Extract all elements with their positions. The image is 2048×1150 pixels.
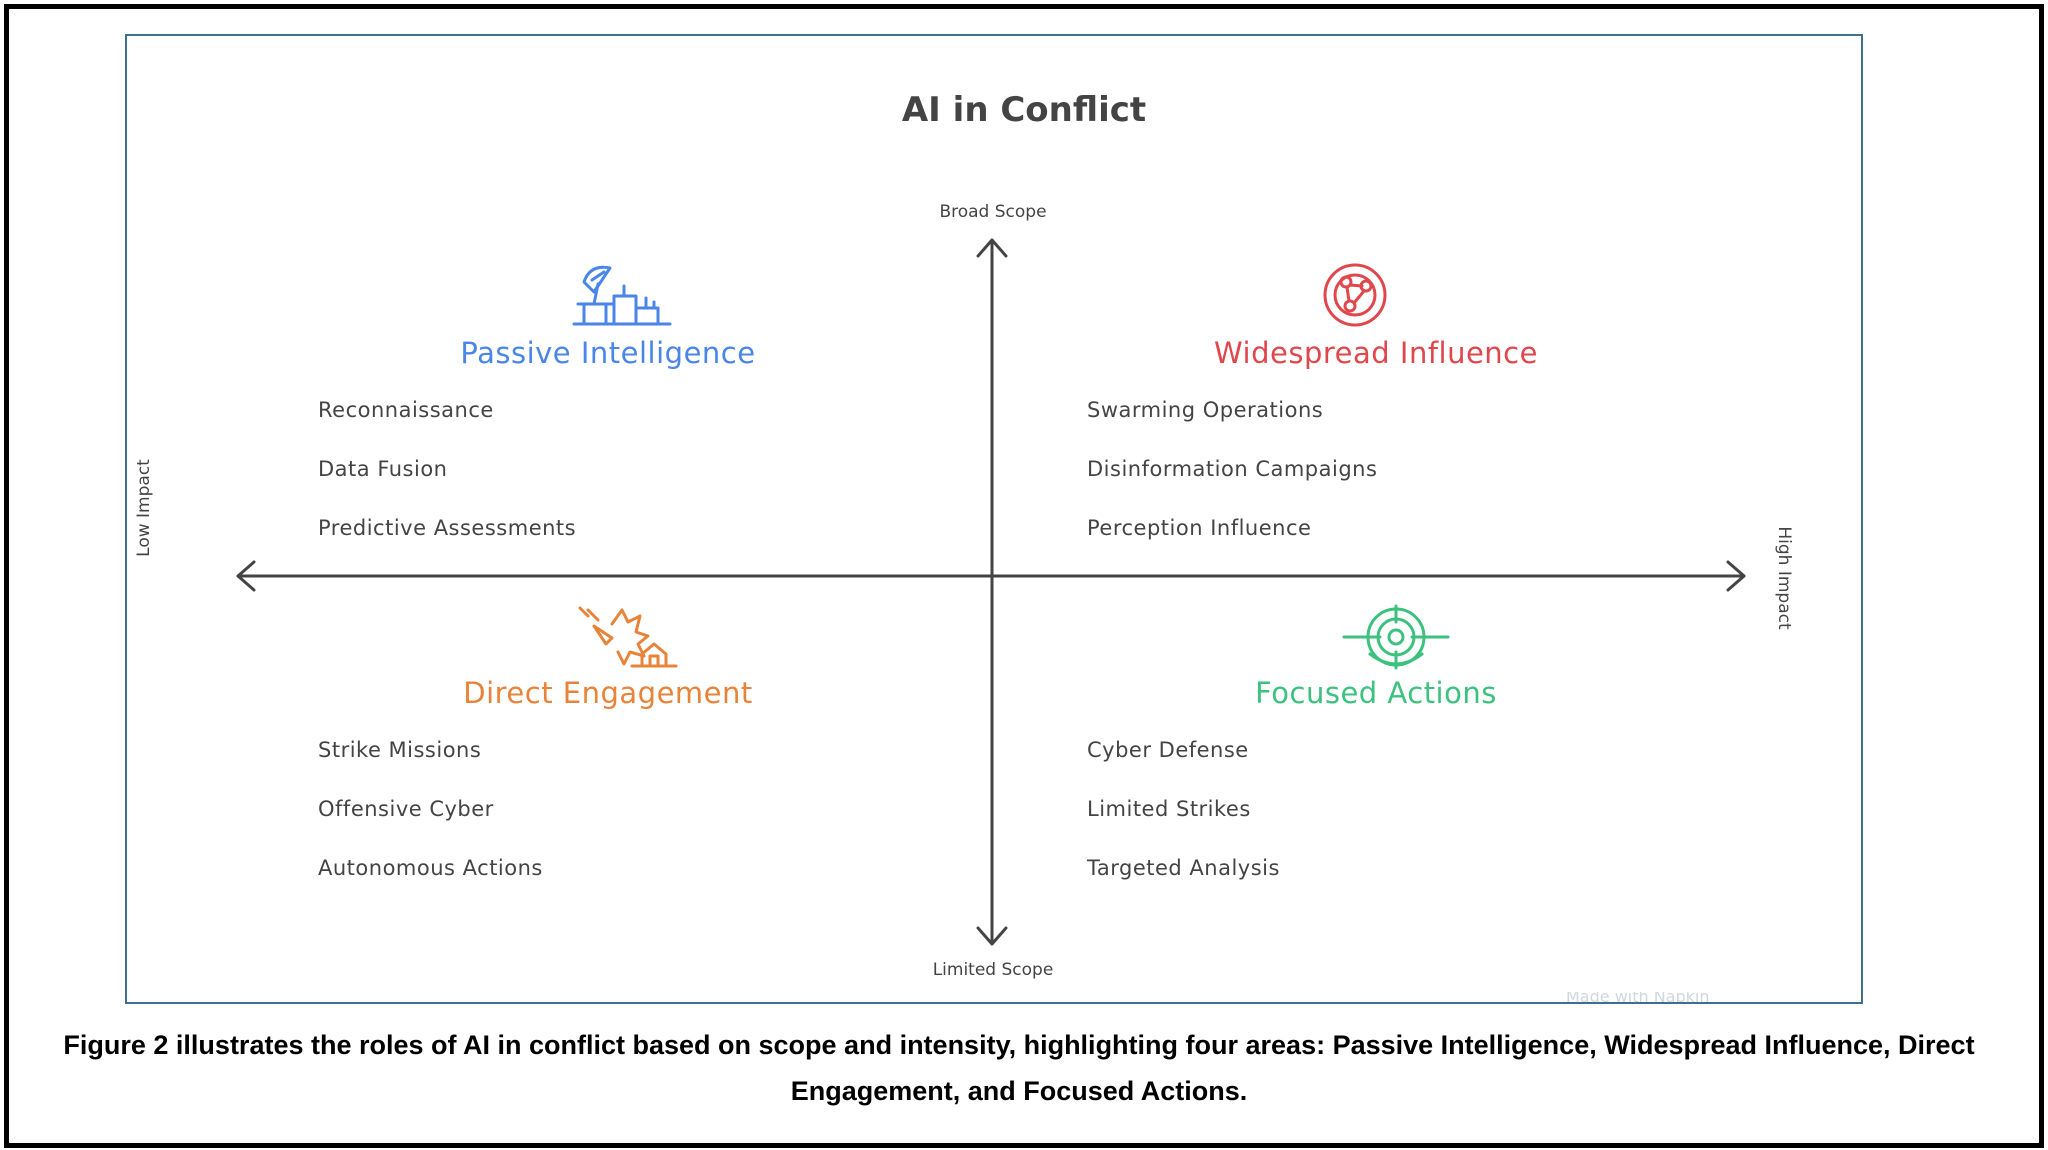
list-item: Targeted Analysis — [1087, 856, 1280, 880]
axis-label-high-impact: High Impact — [1774, 526, 1794, 630]
list-item: Predictive Assessments — [318, 516, 577, 540]
list-item: Autonomous Actions — [318, 856, 543, 880]
list-item: Limited Strikes — [1087, 797, 1251, 821]
quadrant-title-widespread-influence: Widespread Influence — [1214, 336, 1538, 370]
diagram-panel — [125, 34, 1863, 1004]
arrow-right — [1726, 560, 1746, 592]
watermark: Made with Napkin — [1566, 992, 1710, 1002]
globe-network-icon — [1323, 263, 1387, 327]
list-item: Disinformation Campaigns — [1087, 457, 1378, 481]
axis-label-broad-scope: Broad Scope — [939, 202, 1047, 222]
arrow-down — [976, 926, 1008, 946]
figure-caption: Figure 2 illustrates the roles of AI in … — [63, 1030, 1975, 1106]
axis-label-low-impact: Low Impact — [134, 459, 154, 557]
figure-frame — [4, 4, 2044, 1148]
list-item: Swarming Operations — [1087, 398, 1324, 422]
list-item: Reconnaissance — [318, 398, 494, 422]
list-item: Cyber Defense — [1087, 738, 1249, 762]
axis-label-limited-scope: Limited Scope — [932, 960, 1054, 980]
missile-strike-icon — [578, 606, 678, 668]
satellite-dish-icon — [572, 265, 672, 326]
list-item: Perception Influence — [1087, 516, 1312, 540]
quadrant-title-direct-engagement: Direct Engagement — [463, 676, 753, 710]
quadrant-title-passive-intelligence: Passive Intelligence — [460, 336, 756, 370]
list-item: Offensive Cyber — [318, 797, 494, 821]
arrow-up — [976, 238, 1008, 258]
quadrant-title-focused-actions: Focused Actions — [1255, 676, 1497, 710]
target-crosshair-icon — [1342, 604, 1450, 670]
arrow-left — [236, 560, 256, 592]
list-item: Data Fusion — [318, 457, 448, 481]
diagram-title: AI in Conflict — [901, 90, 1147, 130]
list-item: Strike Missions — [318, 738, 482, 762]
